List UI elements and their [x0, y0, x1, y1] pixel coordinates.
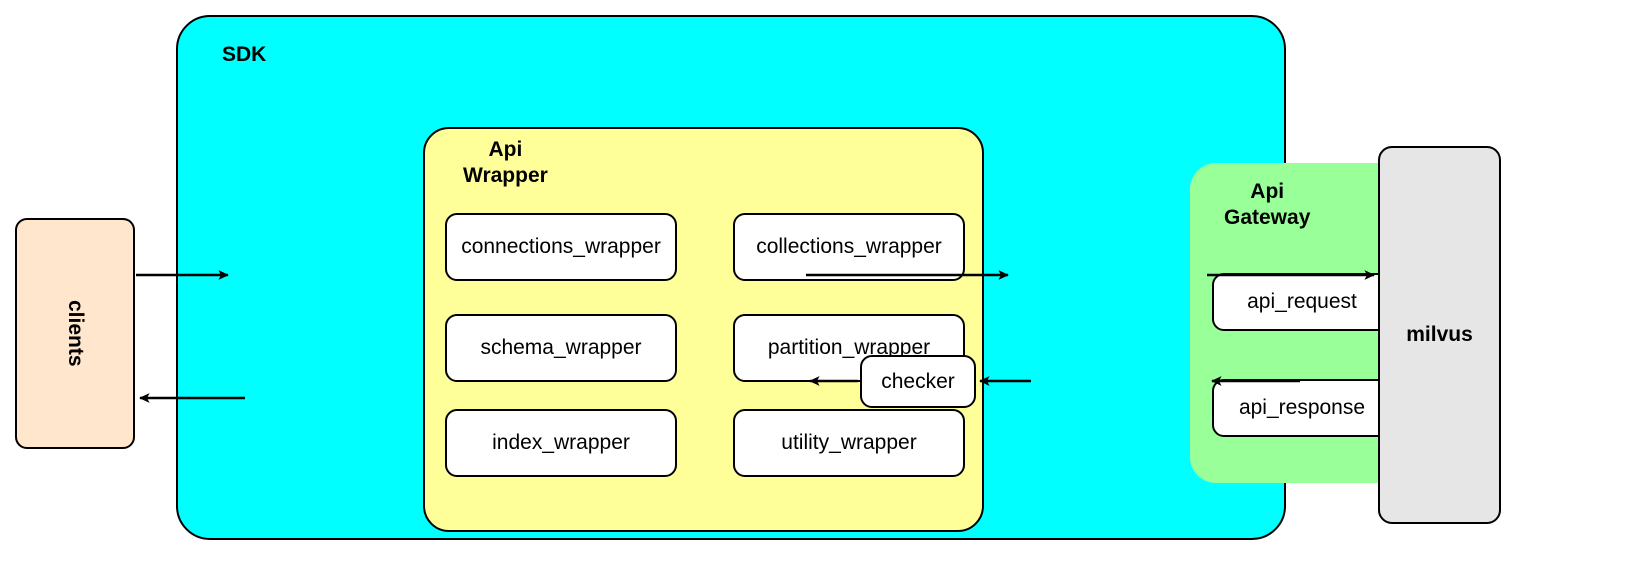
container-api-wrapper[interactable]: Api Wrapper connections_wrapper collecti…	[423, 127, 984, 532]
node-partition-wrapper[interactable]: partition_wrapper	[733, 314, 965, 382]
node-schema-wrapper-label: schema_wrapper	[480, 336, 642, 359]
node-api-request-label: api_request	[1247, 290, 1357, 313]
node-collections-wrapper-label: collections_wrapper	[756, 235, 942, 258]
node-schema-wrapper[interactable]: schema_wrapper	[445, 314, 677, 382]
container-api-gateway-label: Api Gateway	[1224, 180, 1311, 230]
node-collections-wrapper[interactable]: collections_wrapper	[733, 213, 965, 281]
node-checker[interactable]: checker	[860, 355, 976, 408]
node-api-response[interactable]: api_response	[1212, 379, 1392, 437]
node-index-wrapper-label: index_wrapper	[492, 431, 630, 454]
node-utility-wrapper[interactable]: utility_wrapper	[733, 409, 965, 477]
node-api-request[interactable]: api_request	[1212, 273, 1392, 331]
node-milvus[interactable]: milvus	[1378, 146, 1501, 524]
container-api-gateway[interactable]: Api Gateway api_request api_response	[1190, 163, 1415, 483]
node-clients[interactable]: clients	[15, 218, 135, 449]
node-index-wrapper[interactable]: index_wrapper	[445, 409, 677, 477]
container-sdk[interactable]: SDK Api Wrapper connections_wrapper coll…	[176, 15, 1415, 540]
node-checker-label: checker	[881, 369, 955, 393]
node-connections-wrapper-label: connections_wrapper	[461, 235, 661, 258]
node-utility-wrapper-label: utility_wrapper	[781, 431, 917, 454]
node-partition-wrapper-label: partition_wrapper	[767, 336, 931, 359]
node-milvus-label: milvus	[1406, 323, 1473, 346]
container-sdk-label: SDK	[222, 43, 267, 66]
node-api-response-label: api_response	[1238, 396, 1366, 419]
container-api-wrapper-label: Api Wrapper	[463, 138, 548, 188]
node-clients-label: clients	[64, 300, 87, 367]
node-connections-wrapper[interactable]: connections_wrapper	[445, 213, 677, 281]
